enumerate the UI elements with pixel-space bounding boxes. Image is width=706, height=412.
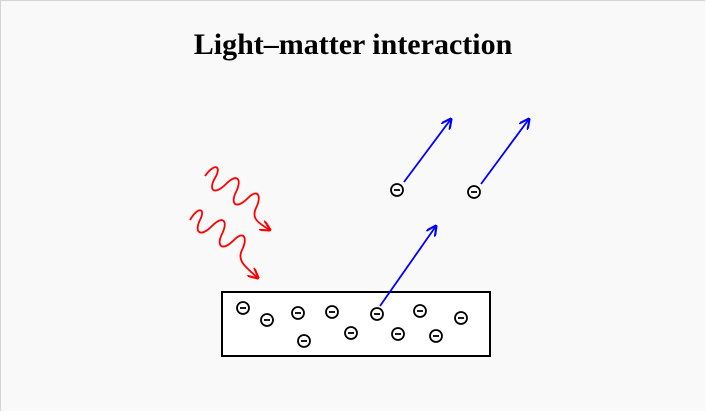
- electron-icon: [237, 302, 249, 314]
- electron-icon: [326, 306, 338, 318]
- electron-icon: [391, 184, 403, 196]
- incident-photons: [190, 167, 270, 278]
- electron-icon: [430, 330, 442, 342]
- electron-icon: [292, 307, 304, 319]
- electron-trajectories: [380, 119, 529, 306]
- electron-icon: [414, 305, 426, 317]
- emission-arrow-icon: [481, 119, 529, 184]
- incident-photon-icon: [190, 210, 258, 278]
- emission-arrow-icon: [404, 119, 451, 182]
- electron-icon: [345, 327, 357, 339]
- electron-icon: [392, 328, 404, 340]
- electron-icon: [455, 312, 467, 324]
- incident-photon-icon: [205, 167, 270, 230]
- electron-icon: [468, 186, 480, 198]
- electron-icon: [371, 308, 383, 320]
- electron-icon: [261, 314, 273, 326]
- electron-icon: [298, 335, 310, 347]
